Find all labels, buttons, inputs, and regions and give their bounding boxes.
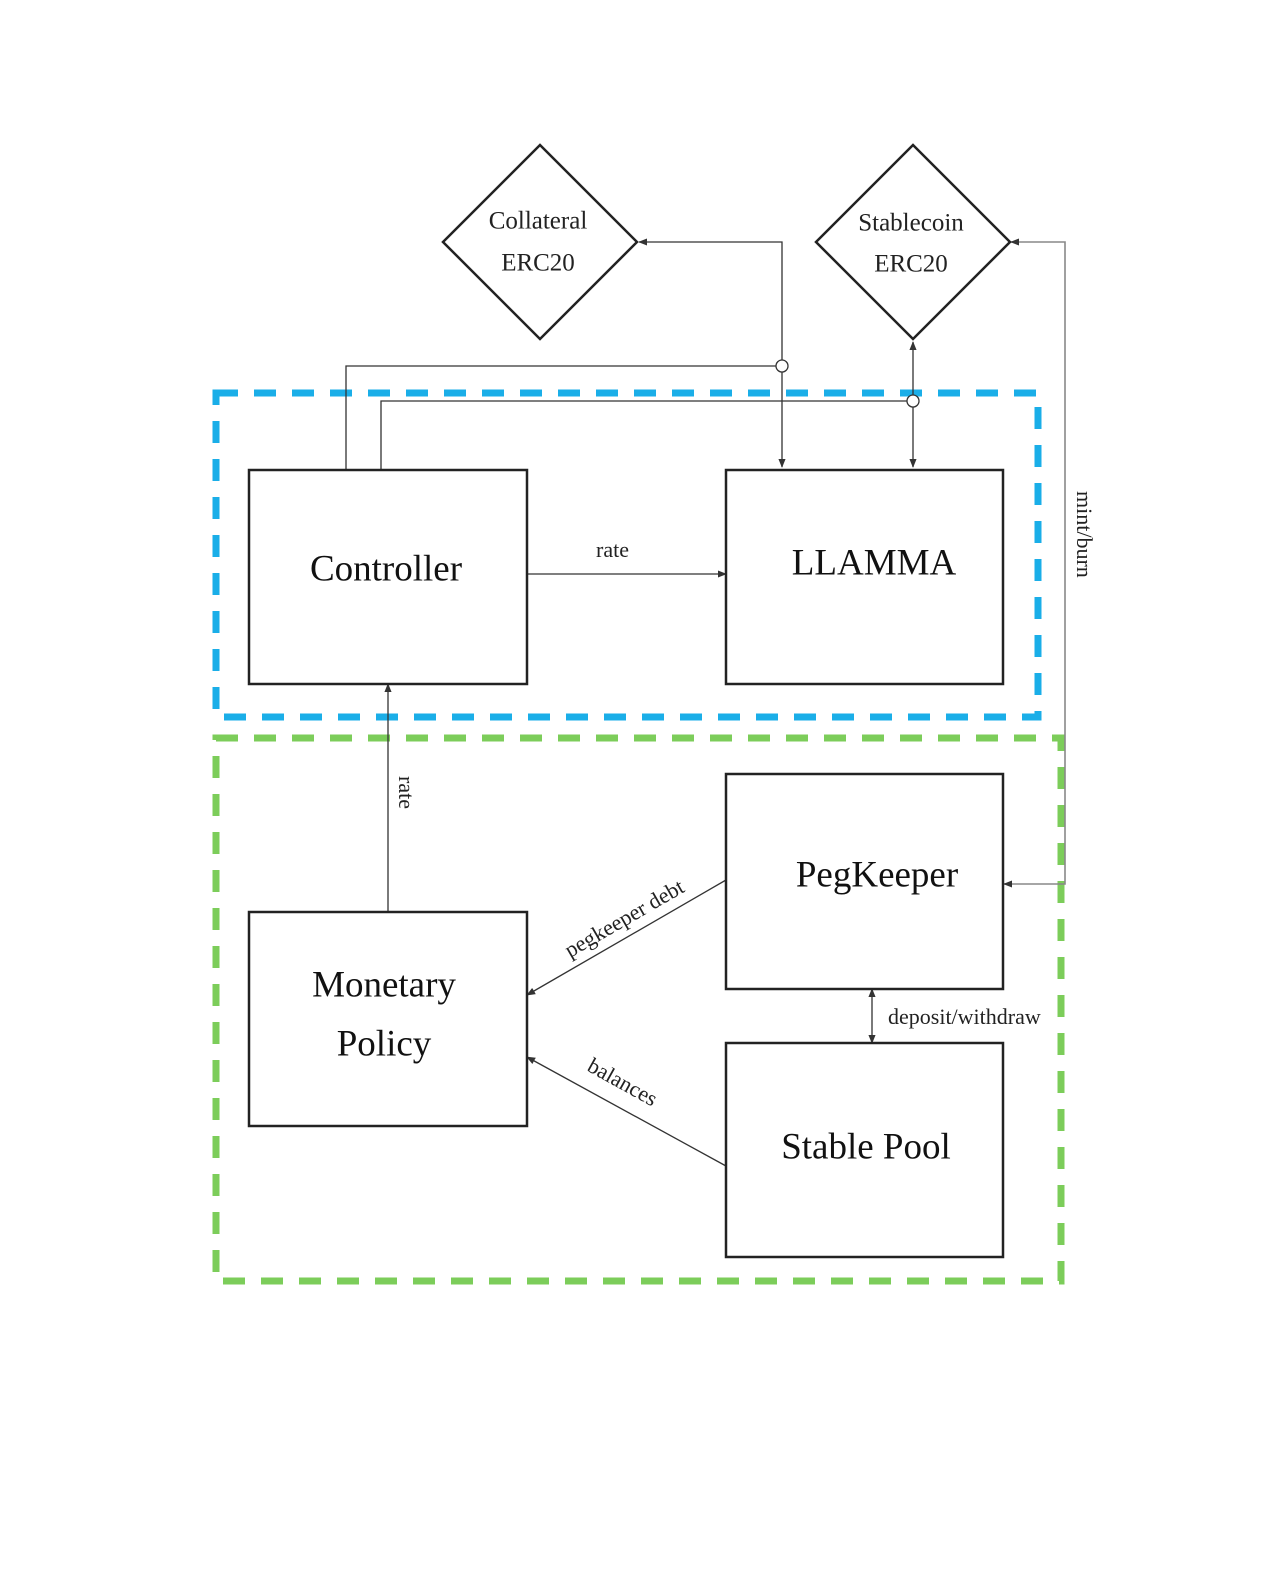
pool-policy-arrow	[526, 1056, 727, 1167]
junction-stablecoin	[906, 394, 920, 408]
collateral-erc20-label: ERC20	[501, 250, 575, 277]
pegkeeper-policy-arrow	[526, 879, 727, 996]
policy-label: Policy	[337, 1023, 432, 1064]
pegkeeper-label: PegKeeper	[796, 854, 958, 895]
collateral-label: Collateral	[489, 208, 588, 235]
monetary-label: Monetary	[312, 964, 456, 1005]
llamma-collateral-arrow	[638, 238, 786, 468]
stablecoin-erc20-node: Stablecoin ERC20	[814, 143, 1012, 341]
stablecoin-label: Stablecoin	[858, 210, 964, 237]
llamma-label: LLAMMA	[792, 542, 957, 583]
stablecoin-pegkeeper-arrow	[1003, 238, 1066, 888]
llamma-node: LLAMMA	[724, 468, 1005, 686]
pegkeeper-debt-label: pegkeeper debt	[560, 874, 688, 963]
controller-node: Controller	[247, 468, 529, 686]
deposit-withdraw-label: deposit/withdraw	[888, 1004, 1041, 1029]
controller-label: Controller	[310, 548, 462, 589]
controller-llamma-rate-label: rate	[596, 537, 629, 562]
mint-burn-label: mint/burn	[1072, 491, 1097, 578]
controller-collateral-line	[345, 365, 782, 470]
junction-collateral	[775, 359, 789, 373]
monetary-policy-node: Monetary Policy	[247, 910, 529, 1128]
collateral-erc20-node: Collateral ERC20	[441, 143, 639, 341]
stable-pool-node: Stable Pool	[724, 1041, 1005, 1259]
stablecoin-erc20-label: ERC20	[874, 251, 948, 278]
pegkeeper-node: PegKeeper	[724, 772, 1005, 991]
controller-llamma-group	[212, 389, 1042, 721]
stable-pool-label: Stable Pool	[781, 1126, 951, 1167]
balances-label: balances	[584, 1053, 662, 1112]
policy-pegkeeper-group	[212, 734, 1065, 1285]
policy-controller-rate-label: rate	[394, 776, 419, 809]
controller-stablecoin-line	[380, 400, 913, 470]
